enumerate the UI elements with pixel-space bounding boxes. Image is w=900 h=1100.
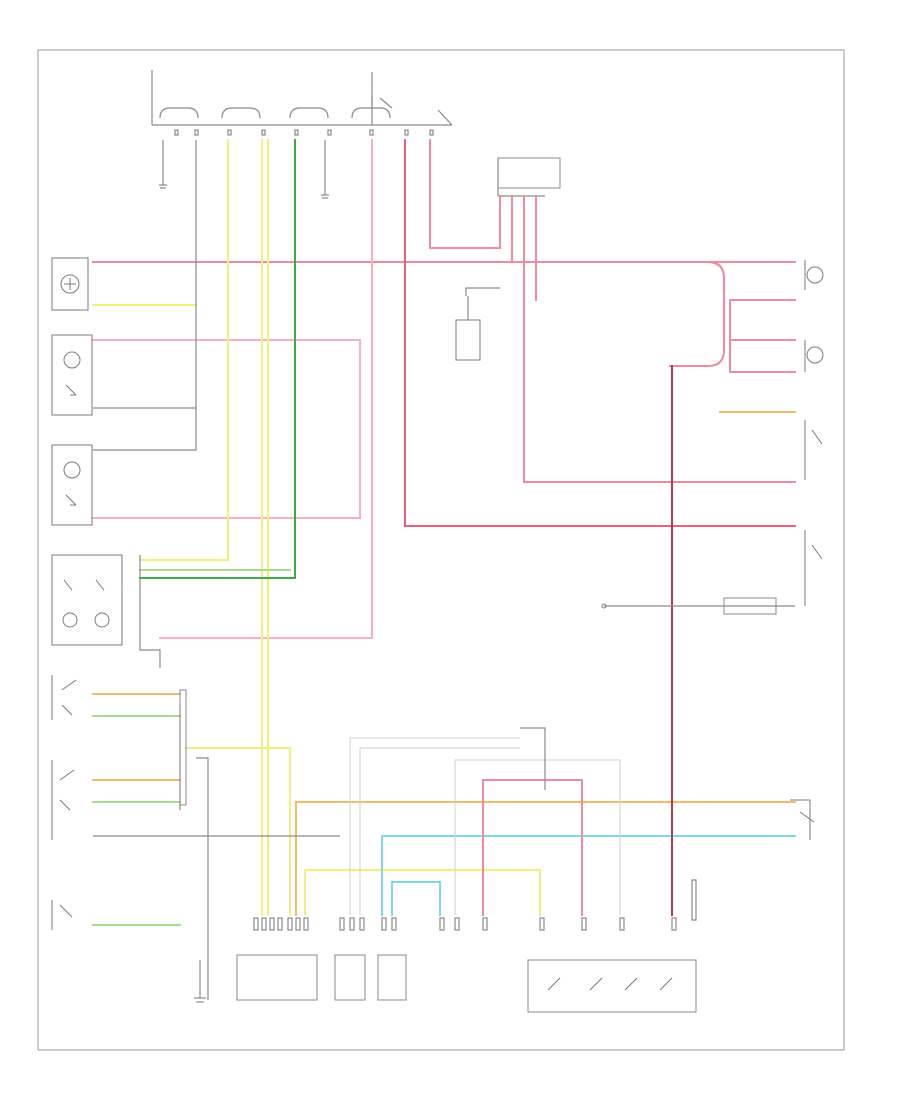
module-box-2 — [334, 954, 366, 1001]
pink-switch-wire — [482, 779, 583, 916]
lamp-icon — [60, 274, 80, 294]
bottom-modules — [194, 954, 697, 1013]
orange-wires — [92, 411, 796, 916]
ground-relay — [455, 296, 481, 361]
relay-module — [497, 157, 561, 197]
pink-bus-wires — [92, 139, 796, 483]
ignition-switch-icon — [790, 799, 815, 840]
ground-symbols-top — [159, 140, 329, 199]
right-lamp-icon-2 — [806, 346, 824, 364]
dual-lamp-icon — [62, 612, 78, 628]
module-box-1 — [236, 954, 318, 1001]
left-components — [51, 257, 187, 930]
courtesy-lamp-icon — [63, 461, 81, 479]
right-switch-icon-2 — [804, 530, 823, 606]
left-lamp-wires — [92, 139, 373, 639]
right-lamp-icon — [806, 266, 824, 284]
right-components — [601, 260, 824, 840]
fuse-terminal-labels — [174, 129, 434, 136]
door-switch-icon — [51, 675, 77, 720]
light-green-wires — [92, 569, 291, 926]
yellow-wires — [92, 139, 541, 916]
switch-assembly — [527, 959, 697, 1013]
fuse-block — [151, 70, 453, 136]
connector-pins — [253, 879, 697, 931]
door-switch-icon-3 — [51, 900, 73, 930]
green-wire — [139, 139, 296, 579]
door-switch-icon-2 — [51, 760, 75, 840]
diagram-frame — [37, 49, 845, 1051]
right-switch-icon — [804, 420, 823, 480]
cyan-wires — [381, 835, 796, 916]
module-box-3 — [377, 954, 407, 1001]
red-wire — [404, 139, 796, 527]
dome-lamp-icon — [63, 351, 81, 369]
